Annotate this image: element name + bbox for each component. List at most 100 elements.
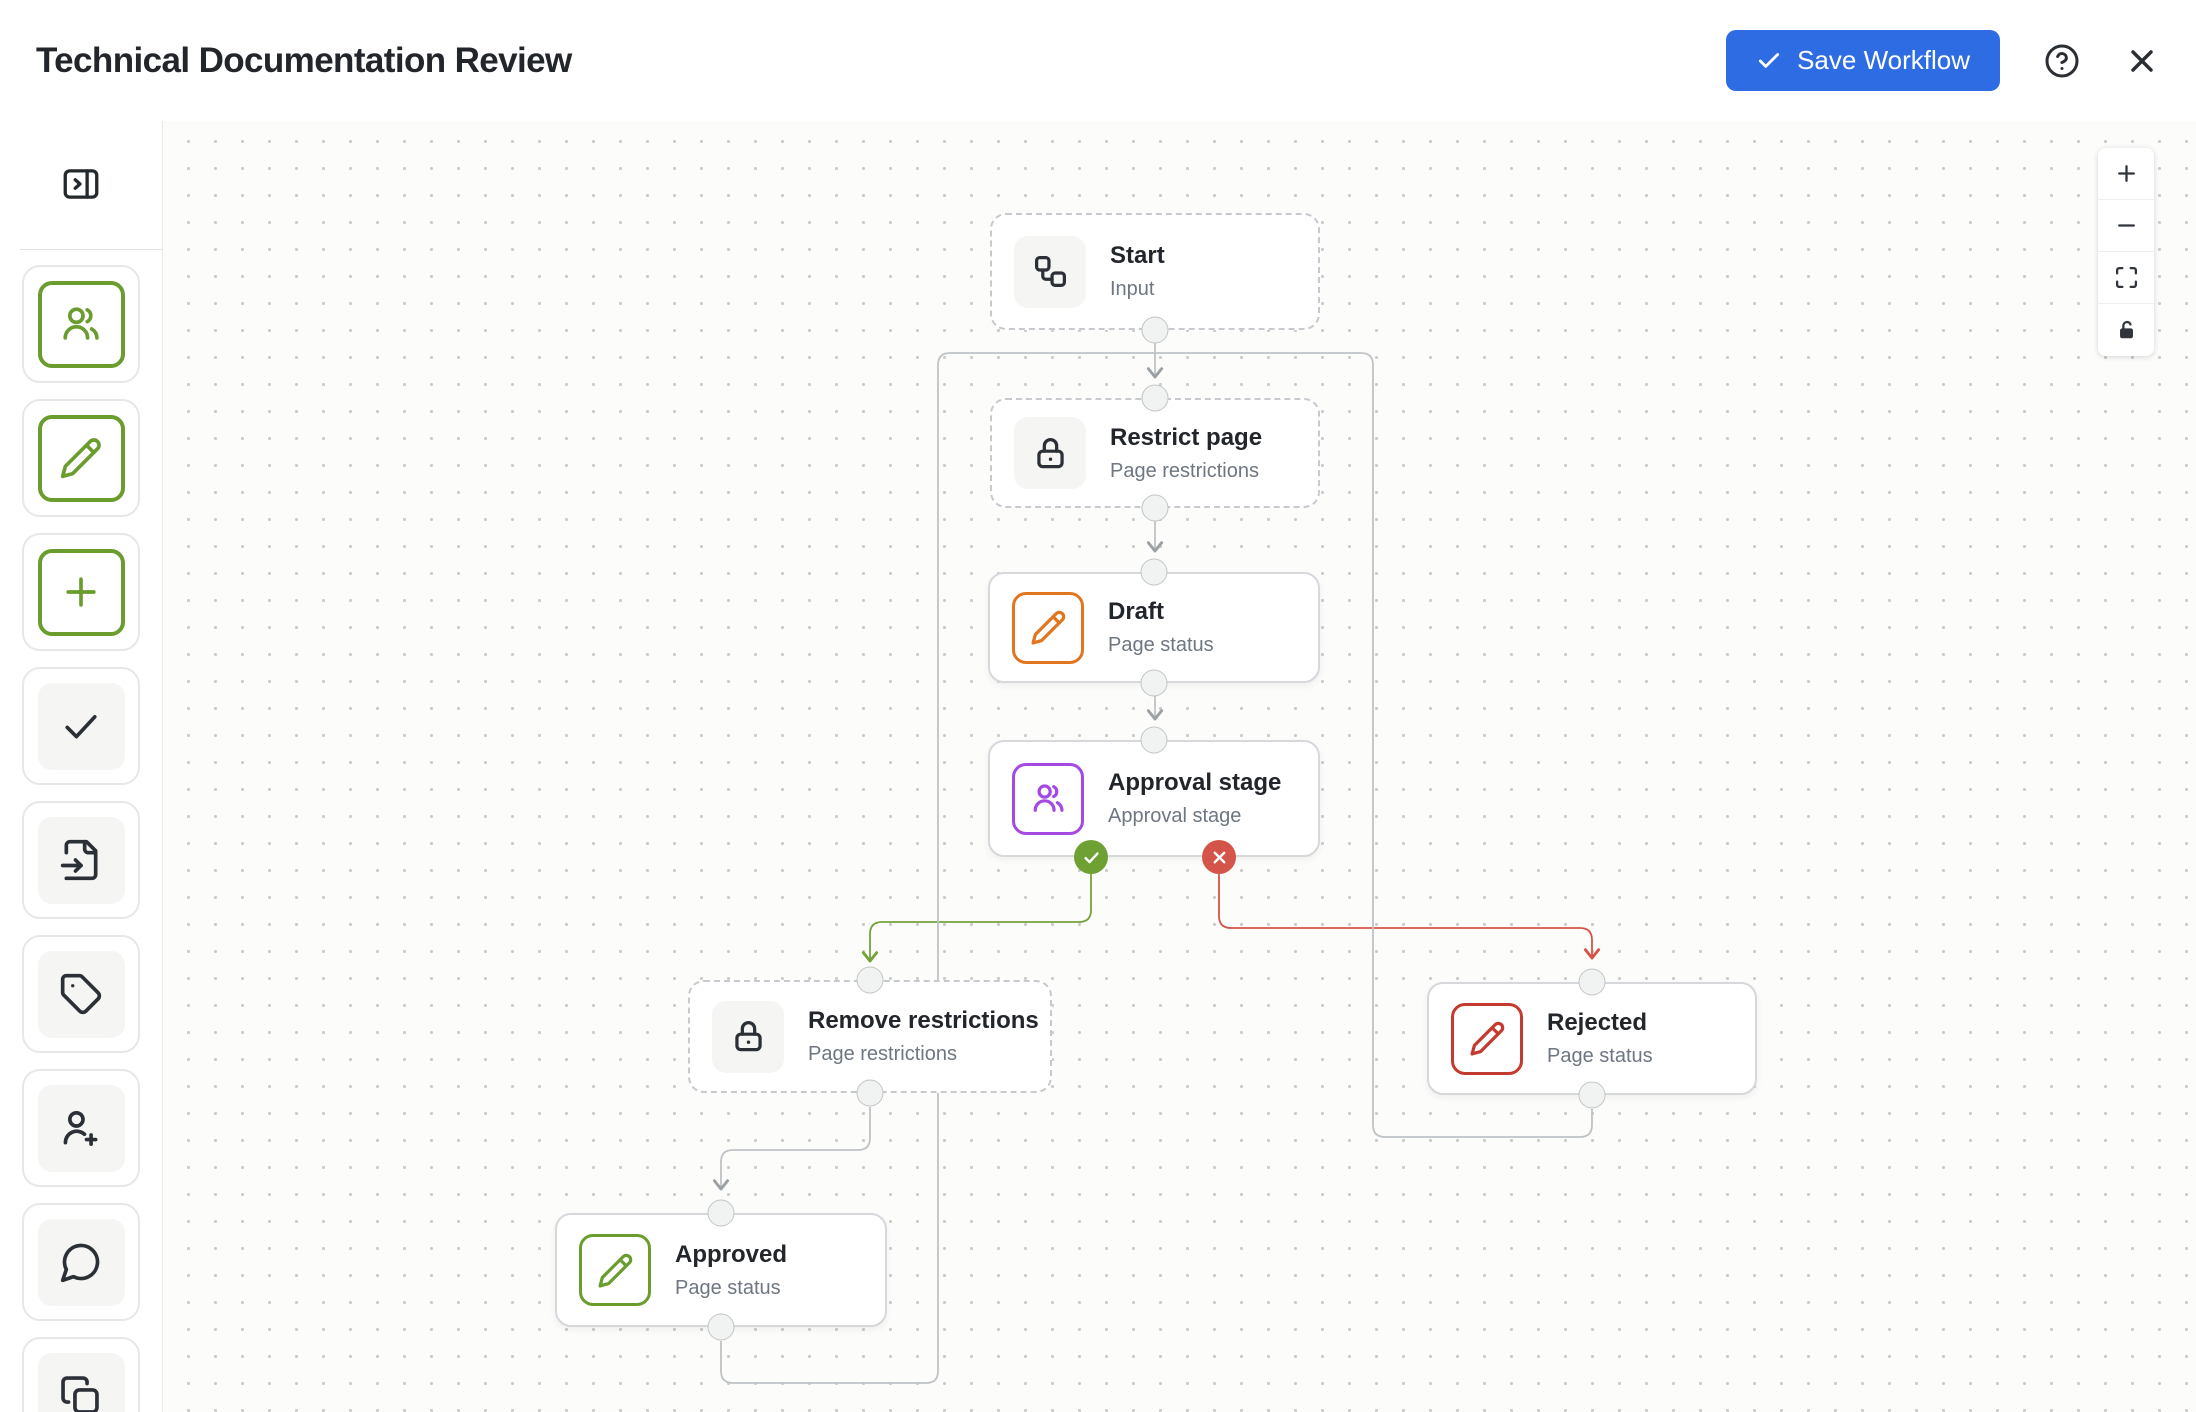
tool-icon-box bbox=[37, 1084, 125, 1172]
tool-icon-box bbox=[37, 1218, 125, 1306]
start-bottom-handle[interactable] bbox=[1141, 316, 1169, 344]
approve-output-handle[interactable] bbox=[1074, 840, 1108, 874]
save-workflow-button[interactable]: Save Workflow bbox=[1726, 30, 2000, 91]
check-icon bbox=[65, 715, 97, 739]
sidebar-tool-add-element[interactable] bbox=[22, 533, 140, 651]
sidebar-tool-copy[interactable] bbox=[22, 1337, 140, 1412]
tool-sidebar bbox=[0, 121, 163, 1412]
tool-icon-box bbox=[37, 414, 125, 502]
unlock-icon bbox=[2119, 320, 2133, 338]
minus-icon bbox=[2117, 224, 2135, 227]
lock-icon bbox=[734, 1021, 762, 1052]
sidebar-tool-approval-stage[interactable] bbox=[22, 265, 140, 383]
fit-view-button[interactable] bbox=[2098, 252, 2154, 304]
sidebar-divider bbox=[20, 249, 162, 250]
draft-bottom-handle[interactable] bbox=[1140, 669, 1168, 697]
node-subtitle: Page status bbox=[1108, 634, 1214, 656]
file-input-icon bbox=[60, 839, 98, 881]
sidebar-tool-publish-page[interactable] bbox=[22, 801, 140, 919]
maximize-icon bbox=[2115, 266, 2137, 289]
collapse-sidebar-button[interactable] bbox=[60, 163, 102, 205]
tool-icon-box bbox=[37, 548, 125, 636]
user-plus-icon bbox=[63, 1110, 98, 1146]
node-subtitle: Page restrictions bbox=[808, 1043, 957, 1065]
tool-icon-box bbox=[37, 1352, 125, 1412]
sidebar-tool-comment[interactable] bbox=[22, 1203, 140, 1321]
sidebar-tool-page-status[interactable] bbox=[22, 399, 140, 517]
restrict-page-bottom-handle[interactable] bbox=[1141, 494, 1169, 522]
message-icon bbox=[60, 1243, 100, 1283]
node-title: Remove restrictions bbox=[808, 1007, 1039, 1034]
approved-bottom-handle[interactable] bbox=[707, 1313, 735, 1341]
help-button[interactable] bbox=[2044, 43, 2080, 79]
node-icon-box bbox=[1014, 235, 1086, 308]
sidebar-tool-label[interactable] bbox=[22, 935, 140, 1053]
copy-icon bbox=[61, 1376, 99, 1412]
node-subtitle: Page restrictions bbox=[1110, 459, 1259, 482]
rejected-top-handle[interactable] bbox=[1578, 968, 1606, 996]
tool-list bbox=[0, 250, 162, 1412]
node-title: Start bbox=[1110, 242, 1165, 269]
node-subtitle: Page status bbox=[675, 1276, 781, 1299]
node-title: Approved bbox=[675, 1240, 788, 1268]
unlock-button[interactable] bbox=[2098, 304, 2154, 356]
header: Technical Documentation Review Save Work… bbox=[0, 0, 2196, 121]
header-actions: Save Workflow bbox=[1726, 30, 2160, 91]
reject-output-handle[interactable] bbox=[1202, 840, 1236, 874]
workflow-canvas[interactable] bbox=[163, 121, 2196, 1412]
check-icon bbox=[1756, 48, 1782, 74]
sidebar-tool-assign-user[interactable] bbox=[22, 1069, 140, 1187]
node-icon-box bbox=[1014, 417, 1086, 489]
tool-icon-box bbox=[37, 950, 125, 1038]
node-icon-box bbox=[1012, 591, 1084, 664]
tool-icon-box bbox=[37, 280, 125, 368]
lock-icon bbox=[1036, 437, 1064, 468]
approved-top-handle[interactable] bbox=[707, 1199, 735, 1227]
node-title: Draft bbox=[1108, 598, 1165, 625]
tag-icon bbox=[60, 973, 102, 1015]
rejected-bottom-handle[interactable] bbox=[1578, 1081, 1606, 1109]
approval-stage-top-handle[interactable] bbox=[1140, 726, 1168, 754]
restrict-page-top-handle[interactable] bbox=[1141, 384, 1169, 412]
pencil-icon bbox=[60, 438, 101, 479]
sidebar-tool-approve[interactable] bbox=[22, 667, 140, 785]
pencil-icon bbox=[1030, 610, 1065, 645]
check-icon bbox=[1083, 851, 1099, 863]
zoom-out-button[interactable] bbox=[2098, 200, 2154, 252]
node-icon-box bbox=[1012, 762, 1084, 835]
node-title: Approval stage bbox=[1108, 769, 1282, 796]
page-title: Technical Documentation Review bbox=[36, 40, 572, 80]
workflow-icon bbox=[1034, 256, 1066, 287]
users-icon bbox=[63, 307, 99, 340]
x-mark-icon bbox=[1213, 851, 1225, 863]
remove-restrictions-top-handle[interactable] bbox=[856, 966, 884, 994]
node-title: Restrict page bbox=[1110, 423, 1263, 451]
zoom-toolbar bbox=[2098, 148, 2154, 356]
zoom-in-button[interactable] bbox=[2098, 148, 2154, 200]
node-icon-box bbox=[579, 1234, 651, 1306]
node-subtitle: Page status bbox=[1547, 1045, 1653, 1067]
remove-restrictions-bottom-handle[interactable] bbox=[856, 1079, 884, 1107]
close-button[interactable] bbox=[2124, 43, 2160, 79]
tool-icon-box bbox=[37, 682, 125, 770]
node-icon-box bbox=[1451, 1002, 1523, 1075]
plus-icon bbox=[2117, 165, 2135, 182]
save-workflow-label: Save Workflow bbox=[1797, 45, 1970, 75]
node-subtitle: Input bbox=[1110, 278, 1155, 300]
draft-top-handle[interactable] bbox=[1140, 558, 1168, 586]
users-icon bbox=[1033, 784, 1064, 812]
close-icon bbox=[2124, 43, 2160, 79]
